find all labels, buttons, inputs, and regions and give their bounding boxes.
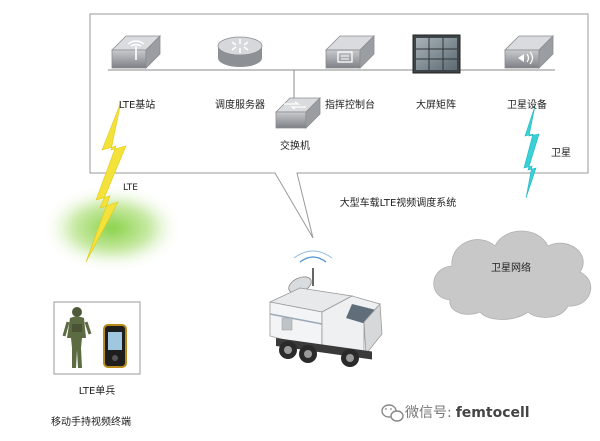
handheld-device <box>103 324 127 368</box>
satellite-lightning-bolt <box>523 105 540 199</box>
lte-lightning-bolt <box>85 101 127 263</box>
video-wall-label: 大屏矩阵 <box>416 100 456 111</box>
wechat-watermark: 微信号:femtocell <box>405 402 530 422</box>
dispatch-server-label: 调度服务器 <box>215 100 265 111</box>
lte-base-station-icon <box>111 35 161 69</box>
satellite-device-label: 卫星设备 <box>507 100 547 111</box>
switch-label: 交换机 <box>280 141 310 152</box>
system-boundary <box>89 13 589 239</box>
command-console-icon <box>325 35 375 69</box>
satellite-network-label: 卫星网络 <box>491 263 531 274</box>
lte-link-label: LTE <box>123 183 138 193</box>
wechat-prefix: 微信号: <box>405 405 452 421</box>
satellite-network-cloud <box>433 230 592 320</box>
lte-base-station-label: LTE基站 <box>118 100 156 111</box>
switch-icon <box>275 97 321 129</box>
wechat-icon <box>381 404 404 422</box>
satellite-link-label: 卫星 <box>551 148 571 159</box>
vehicle-truck <box>268 250 383 367</box>
system-title: 大型车载LTE视频调度系统 <box>339 198 457 209</box>
soldier-figure <box>62 307 92 368</box>
lte-coverage-glow <box>42 186 182 270</box>
terminal-caption: 移动手持视频终端 <box>51 417 131 428</box>
satellite-device-icon <box>504 35 554 69</box>
command-console-label: 指挥控制台 <box>325 100 375 111</box>
terminal-frame <box>53 301 141 375</box>
video-wall-icon <box>412 34 461 74</box>
terminal-device-label: LTE单兵 <box>78 386 116 397</box>
wechat-account: femtocell <box>455 405 530 421</box>
dispatch-server-icon <box>217 36 263 67</box>
